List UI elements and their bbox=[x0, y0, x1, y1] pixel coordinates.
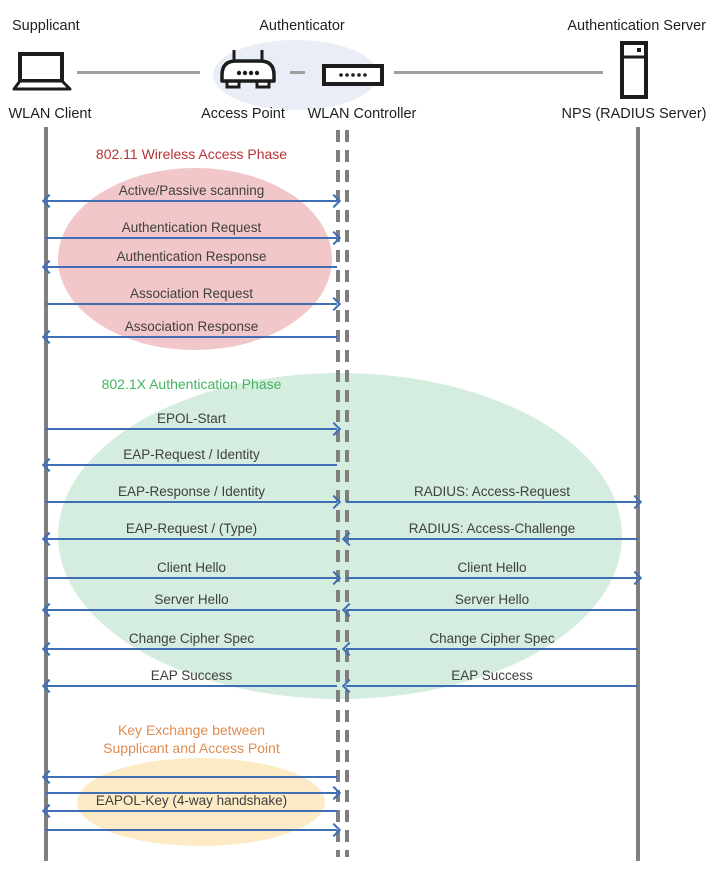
message-arrow bbox=[346, 609, 638, 611]
laptop-icon bbox=[11, 52, 73, 92]
wlan-controller-icon bbox=[322, 64, 384, 86]
message-arrow bbox=[46, 538, 337, 540]
message-label: EAP Success bbox=[451, 668, 533, 683]
message-arrow bbox=[46, 577, 337, 579]
phase3-ellipse bbox=[77, 758, 325, 846]
message-label: EAP-Request / Identity bbox=[123, 447, 260, 462]
connector-line-segment bbox=[394, 71, 603, 74]
access-point-icon bbox=[218, 48, 278, 92]
message-arrow bbox=[46, 829, 337, 831]
message-label: Client Hello bbox=[156, 560, 227, 575]
node-label-access-point: Access Point bbox=[201, 106, 285, 122]
message-label: EAPOL-Key (4-way handshake) bbox=[95, 793, 288, 808]
message-arrow bbox=[346, 538, 638, 540]
node-label-nps: NPS (RADIUS Server) bbox=[561, 106, 707, 122]
message-label: RADIUS: Access-Challenge bbox=[408, 521, 576, 536]
message-arrow bbox=[46, 501, 337, 503]
message-label: Server Hello bbox=[154, 592, 229, 607]
message-label: EAP-Response / Identity bbox=[117, 484, 266, 499]
message-arrow bbox=[46, 336, 337, 338]
phase1-ellipse bbox=[58, 168, 332, 350]
phase3-title-line2: Supplicant and Access Point bbox=[103, 740, 280, 756]
message-label: EAP-Request / (Type) bbox=[125, 521, 258, 536]
node-label-wlan-client: WLAN Client bbox=[8, 106, 92, 122]
message-label: Server Hello bbox=[454, 592, 530, 607]
message-arrow bbox=[346, 685, 638, 687]
lifeline-nps bbox=[636, 127, 640, 861]
message-arrow bbox=[46, 464, 337, 466]
phase2-title: 802.1X Authentication Phase bbox=[101, 376, 282, 392]
message-arrow bbox=[46, 685, 337, 687]
message-label: RADIUS: Access-Request bbox=[413, 484, 571, 499]
phase1-title: 802.11 Wireless Access Phase bbox=[95, 146, 288, 162]
message-arrow bbox=[46, 792, 337, 794]
message-label: Association Response bbox=[124, 319, 259, 334]
lifeline-controller-left bbox=[336, 130, 340, 857]
message-arrow bbox=[46, 648, 337, 650]
role-authenticator: Authenticator bbox=[259, 18, 345, 34]
lifeline-controller-right bbox=[345, 130, 349, 857]
message-arrow bbox=[346, 648, 638, 650]
message-arrow bbox=[346, 501, 638, 503]
lifeline-wlan-client bbox=[44, 127, 48, 861]
phase3-title-line1: Key Exchange between bbox=[117, 722, 266, 738]
message-arrow bbox=[46, 428, 337, 430]
message-label: Change Cipher Spec bbox=[429, 631, 555, 646]
server-icon bbox=[620, 41, 648, 99]
node-label-wlan-controller: WLAN Controller bbox=[307, 106, 417, 122]
message-label: Change Cipher Spec bbox=[128, 631, 255, 646]
message-arrow bbox=[46, 776, 337, 778]
message-arrow bbox=[46, 609, 337, 611]
message-arrow bbox=[46, 303, 337, 305]
message-arrow bbox=[46, 200, 337, 202]
role-authentication-server: Authentication Server bbox=[567, 18, 706, 34]
message-label: Authentication Response bbox=[116, 249, 267, 264]
message-label: EAP Success bbox=[150, 668, 233, 683]
message-arrow bbox=[46, 237, 337, 239]
message-label: EPOL-Start bbox=[156, 411, 227, 426]
connector-line-segment bbox=[290, 71, 305, 74]
message-arrow bbox=[46, 266, 337, 268]
message-arrow bbox=[46, 810, 337, 812]
message-label: Authentication Request bbox=[121, 220, 262, 235]
message-label: Client Hello bbox=[457, 560, 527, 575]
message-arrow bbox=[346, 577, 638, 579]
role-supplicant: Supplicant bbox=[12, 18, 80, 34]
message-label: Association Request bbox=[129, 286, 254, 301]
message-label: Active/Passive scanning bbox=[118, 183, 265, 198]
connector-line-segment bbox=[77, 71, 200, 74]
